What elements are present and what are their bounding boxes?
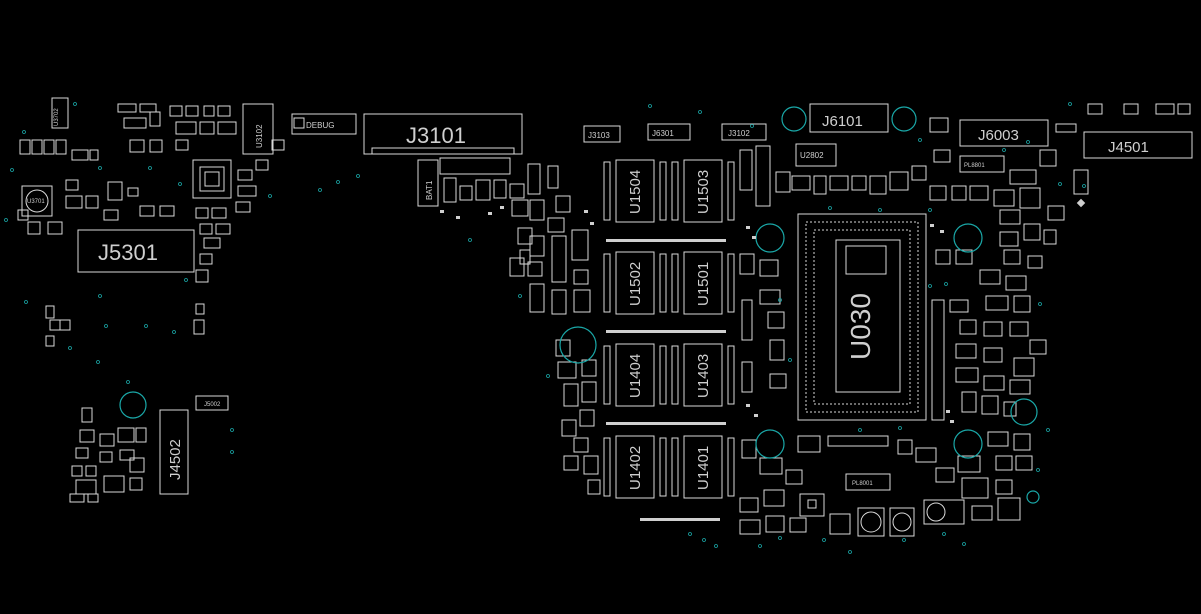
pl8001-label: PL8001 — [852, 481, 873, 487]
j4501-label: J4501 — [1108, 139, 1149, 156]
u3701-outline[interactable] — [25, 189, 49, 213]
mounting-hole — [781, 106, 807, 132]
j6101-connector[interactable] — [809, 103, 889, 133]
bat1-label: BAT1 — [425, 180, 434, 200]
j6301-label: J6301 — [652, 129, 674, 138]
j6101-label: J6101 — [822, 113, 863, 130]
u1503-chip[interactable] — [683, 159, 723, 223]
bat1-connector[interactable] — [417, 159, 439, 207]
u3702-outline[interactable] — [51, 97, 69, 129]
debug-connector[interactable] — [291, 113, 357, 135]
u1504-label: U1504 — [627, 170, 644, 214]
j5301-connector[interactable] — [77, 229, 195, 273]
j4502-connector[interactable] — [159, 409, 189, 495]
j5002-label: J5002 — [204, 402, 221, 408]
j5002-connector[interactable] — [195, 395, 229, 411]
u3102-label: U3102 — [255, 124, 264, 148]
mounting-hole — [891, 106, 917, 132]
pl8801-label: PL8801 — [964, 163, 985, 169]
u3102-outline[interactable] — [242, 103, 274, 155]
j3102-label: J3102 — [728, 129, 750, 138]
u1504-chip[interactable] — [615, 159, 655, 223]
u1503-label: U1503 — [695, 170, 712, 214]
u1403-chip[interactable] — [683, 343, 723, 407]
j6003-label: J6003 — [978, 127, 1019, 144]
u1502-label: U1502 — [627, 262, 644, 306]
memory-array: U1504 U1503 U1502 U1501 U1404 U1403 U140… — [603, 159, 735, 521]
left-board-section: U3702 U3102 U3701 J5301 — [17, 97, 357, 503]
pl8001-inductor[interactable] — [845, 473, 891, 491]
u3701-label: U3701 — [27, 199, 45, 205]
u1402-label: U1402 — [627, 446, 644, 490]
u1401-chip[interactable] — [683, 435, 723, 499]
mounting-hole — [755, 429, 785, 459]
debug-label: DEBUG — [306, 121, 334, 130]
j4502-label: J4502 — [167, 439, 184, 480]
pad-field — [440, 198, 1086, 521]
mounting-hole — [1010, 398, 1038, 426]
mounting-hole — [559, 326, 597, 364]
mounting-hole — [119, 391, 147, 419]
via-field — [4, 102, 1086, 554]
cpu-area: U030 — [797, 213, 945, 421]
j6003-connector[interactable] — [959, 119, 1049, 147]
j3103-label: J3103 — [588, 131, 610, 140]
j3102-connector[interactable] — [721, 123, 767, 141]
j3101-label: J3101 — [406, 123, 466, 148]
mounting-hole — [1026, 490, 1040, 504]
j3103-connector[interactable] — [583, 125, 621, 143]
j4501-connector[interactable] — [1083, 131, 1193, 159]
u2802-label: U2802 — [800, 151, 824, 160]
u1403-label: U1403 — [695, 354, 712, 398]
u1501-chip[interactable] — [683, 251, 723, 315]
mounting-hole — [953, 429, 983, 459]
u1402-chip[interactable] — [615, 435, 655, 499]
u0300-label: U030 — [845, 293, 876, 360]
left-bga-chip[interactable] — [192, 159, 232, 199]
u0300-cpu[interactable] — [797, 213, 927, 421]
j5301-label: J5301 — [98, 240, 158, 265]
u1404-label: U1404 — [627, 354, 644, 398]
u1501-label: U1501 — [695, 262, 712, 306]
u1404-chip[interactable] — [615, 343, 655, 407]
u1401-label: U1401 — [695, 446, 712, 490]
u1502-chip[interactable] — [615, 251, 655, 315]
mounting-hole — [953, 223, 983, 253]
pl8801-inductor[interactable] — [959, 155, 1005, 173]
u2802-chip[interactable] — [795, 143, 837, 167]
j6301-connector[interactable] — [647, 123, 691, 141]
u3702-label: U3702 — [54, 108, 60, 126]
